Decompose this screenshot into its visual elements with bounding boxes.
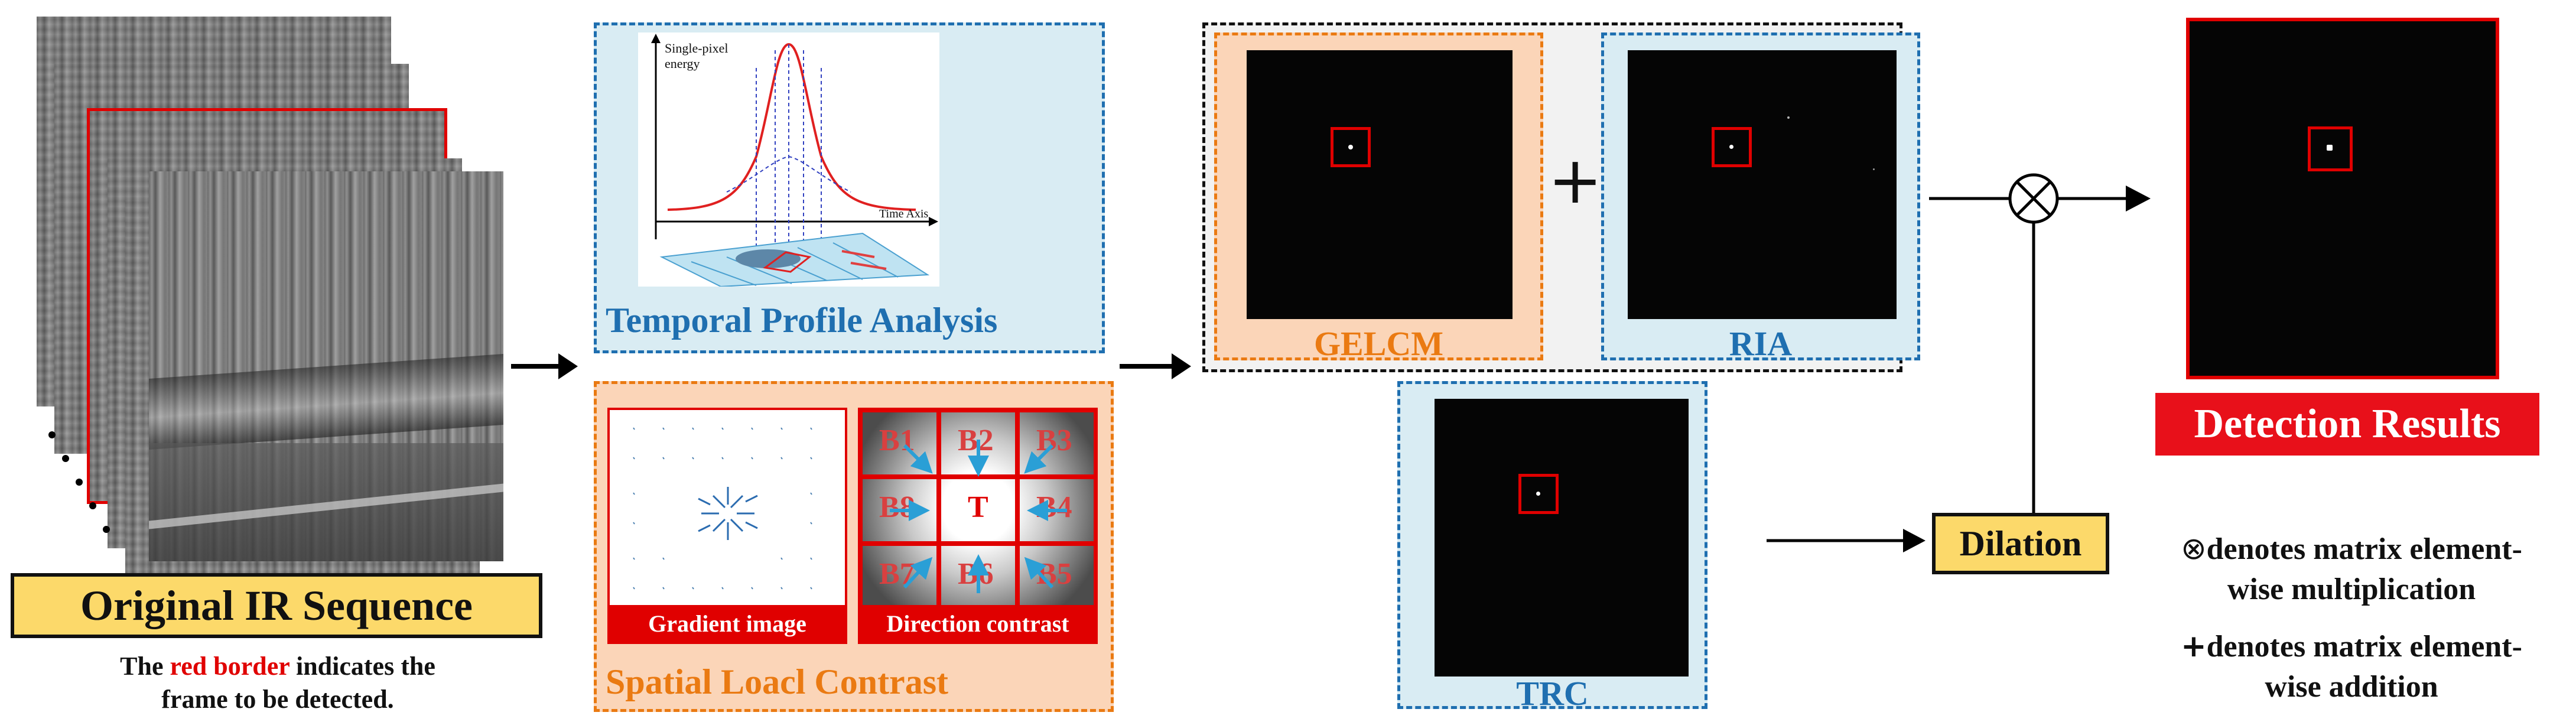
gradient-caption: Gradient image: [648, 610, 806, 637]
direction-arrows-svg: [890, 440, 1067, 593]
trc-label: TRC: [1516, 674, 1589, 713]
target-box: [1712, 127, 1752, 167]
legend-multiplication: ⊗denotes matrix element- wise multiplica…: [2181, 531, 2522, 606]
direction-caption-bar: Direction contrast: [860, 605, 1095, 642]
target-box: [2308, 126, 2353, 171]
cell-label-target: T: [968, 490, 988, 524]
gradient-image: Gradient image: [607, 408, 847, 644]
sequence-title: Original IR Sequence: [80, 581, 473, 629]
target-box: [1518, 474, 1559, 514]
plus-symbol: +: [1548, 142, 1603, 218]
note-highlight: red border: [170, 652, 290, 681]
temporal-label: Temporal Profile Analysis: [606, 301, 998, 340]
gelcm-output-image: [1247, 50, 1513, 319]
cell-label: B2: [958, 424, 994, 457]
gradient-caption-bar: Gradient image: [610, 605, 845, 642]
target-dot: [1536, 492, 1540, 496]
direction-contrast-image: B1 B2 B3 B8 T B4 B7 B6 B5 Direction cont…: [858, 408, 1098, 644]
arrow-sequence-to-analysis: [511, 353, 578, 379]
gradient-field-svg: [633, 427, 812, 590]
plus-icon: +: [2181, 629, 2207, 664]
detection-result-image: [2186, 18, 2499, 379]
y-axis-label: Single-pixel energy: [665, 41, 728, 71]
ir-frame-front: [149, 171, 503, 561]
fusion-connectors: [1929, 173, 2151, 520]
sequence-note: The red border indicates the frame to be…: [120, 652, 435, 714]
gelcm-label: GELCM: [1313, 324, 1444, 363]
trc-output-image: [1435, 399, 1689, 677]
ria-label: RIA: [1729, 324, 1793, 363]
arrow-trc-to-dilation: [1767, 529, 1926, 552]
legend-addition: +denotes matrix element- wise addition: [2181, 629, 2522, 704]
spatial-label: Spatial Loacl Contrast: [606, 662, 949, 701]
temporal-curve-svg: [651, 34, 938, 288]
temporal-plot: Single-pixel energy Time Axis: [638, 32, 939, 288]
ria-output-image: [1628, 50, 1897, 319]
direction-caption: Direction contrast: [886, 610, 1069, 637]
dilation-box: Dilation: [1932, 513, 2109, 574]
otimes-icon: ⊗: [2181, 531, 2207, 567]
sequence-title-box: Original IR Sequence: [11, 573, 542, 638]
detection-title-box: Detection Results: [2155, 393, 2539, 456]
target-dot: [1348, 145, 1353, 149]
target-box: [1331, 127, 1371, 167]
detection-title: Detection Results: [2194, 401, 2501, 447]
target-dot: [2327, 145, 2333, 151]
arrow-analysis-to-modules: [1120, 353, 1191, 379]
cell-label: B7: [879, 557, 915, 591]
x-axis-label: Time Axis: [879, 207, 929, 220]
dilation-label: Dilation: [1959, 523, 2082, 563]
target-dot: [1729, 145, 1733, 149]
